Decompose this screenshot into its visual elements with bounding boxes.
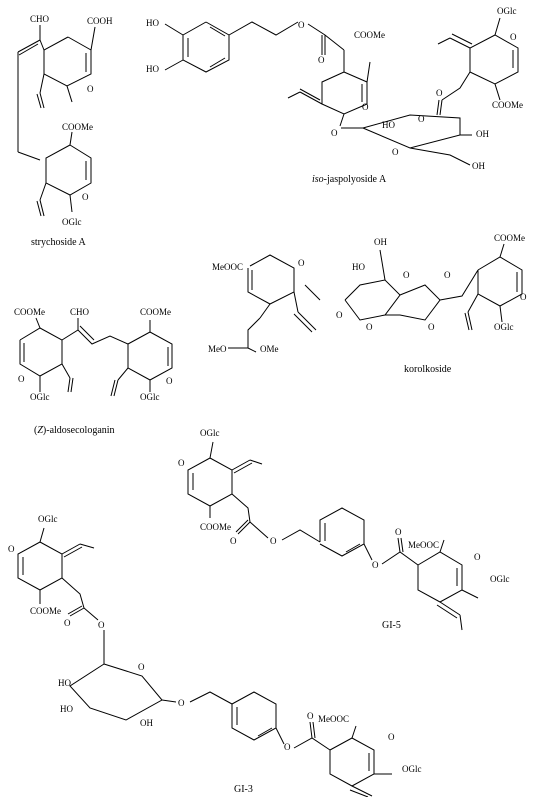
svg-text:OGlc: OGlc (497, 6, 517, 16)
svg-text:O: O (82, 192, 89, 202)
oglc-label: OGlc (62, 217, 82, 227)
gi3-glucose-ring (69, 663, 163, 721)
strychoside-lower-ring (45, 144, 92, 196)
svg-text:O: O (392, 147, 399, 157)
korolkoside-structure: MeOOC O MeO OMe O HO OH O O O O COOMe O … (208, 233, 527, 375)
svg-text:MeOOC: MeOOC (318, 714, 349, 724)
svg-text:O: O (166, 376, 173, 386)
svg-text:O: O (418, 114, 425, 124)
caption-iso-jaspolyoside-a: iso-jaspolyoside A (312, 174, 387, 185)
caption-gi-3: GI-3 (234, 784, 253, 795)
svg-text:O: O (395, 527, 402, 537)
iso-jaspolyoside-a-structure: HO HO O O COOMe O O HO O OH O OH O (146, 6, 523, 185)
coome-label: COOMe (62, 122, 93, 132)
svg-text:HO: HO (58, 678, 71, 688)
svg-text:O: O (178, 698, 185, 708)
aldosecologanin-structure: COOMe CHO COOMe O OGlc O OGlc (Z)-aldose… (14, 307, 173, 436)
strychoside-a-structure: COOH O CHO COOMe O OGlc strychoside A (17, 14, 113, 248)
svg-text:OGlc: OGlc (30, 392, 50, 402)
svg-text:O: O (178, 458, 185, 468)
glucose-ring (362, 114, 461, 149)
svg-text:OGlc: OGlc (38, 514, 58, 524)
bicyclic-sugar (344, 279, 401, 321)
svg-text:O: O (284, 742, 291, 752)
svg-text:HO: HO (146, 18, 159, 28)
svg-text:HO: HO (382, 120, 395, 130)
svg-text:O: O (428, 322, 435, 332)
svg-text:O: O (474, 552, 481, 562)
gi-5-structure: OGlc O COOMe O O O O MeOOC O OGlc G (178, 428, 510, 631)
svg-text:MeO: MeO (208, 344, 227, 354)
svg-text:COOMe: COOMe (14, 307, 45, 317)
svg-text:COOMe: COOMe (492, 100, 523, 110)
svg-text:COOMe: COOMe (140, 307, 171, 317)
svg-text:OH: OH (140, 718, 153, 728)
svg-text:CHO: CHO (70, 307, 90, 317)
cooh-bond (90, 26, 96, 51)
svg-text:OGlc: OGlc (494, 322, 514, 332)
svg-text:O: O (331, 128, 338, 138)
svg-text:OH: OH (374, 237, 387, 247)
gi-3-structure: OGlc O COOMe O O O HO HO OH O O O (8, 514, 422, 797)
svg-text:COOMe: COOMe (200, 522, 231, 532)
svg-text:O: O (362, 102, 369, 112)
svg-text:O: O (520, 292, 527, 302)
svg-text:O: O (230, 536, 237, 546)
svg-text:OH: OH (472, 161, 485, 171)
svg-text:O: O (307, 711, 314, 721)
svg-text:O: O (318, 55, 325, 65)
svg-text:O: O (403, 270, 410, 280)
svg-text:O: O (298, 258, 305, 268)
svg-text:OGlc: OGlc (140, 392, 160, 402)
catechol-ring (182, 21, 230, 73)
svg-text:O: O (444, 270, 451, 280)
svg-text:O: O (270, 536, 277, 546)
caption-gi-5: GI-5 (382, 620, 401, 631)
svg-text:OGlc: OGlc (402, 764, 422, 774)
svg-text:HO: HO (146, 64, 159, 74)
svg-text:O: O (8, 544, 15, 554)
svg-text:COOMe: COOMe (354, 30, 385, 40)
svg-text:O: O (98, 620, 105, 630)
svg-text:HO: HO (352, 262, 365, 272)
svg-text:OMe: OMe (260, 344, 279, 354)
svg-text:O: O (298, 20, 305, 30)
svg-text:O: O (372, 560, 379, 570)
svg-text:OGlc: OGlc (200, 428, 220, 438)
svg-text:O: O (366, 322, 373, 332)
svg-text:O: O (510, 32, 517, 42)
svg-text:O: O (64, 618, 71, 628)
caption-aldosecologanin: (Z)-aldosecologanin (34, 425, 115, 436)
svg-text:OGlc: OGlc (490, 574, 510, 584)
svg-text:O: O (436, 88, 443, 98)
cooh-label: COOH (87, 16, 113, 26)
caption-korolkoside: korolkoside (404, 364, 452, 375)
svg-text:MeOOC: MeOOC (408, 540, 439, 550)
svg-text:COOMe: COOMe (30, 606, 61, 616)
svg-text:OH: OH (476, 129, 489, 139)
svg-text:HO: HO (60, 704, 73, 714)
svg-text:O: O (138, 662, 145, 672)
cho-label: CHO (30, 14, 50, 24)
caption-strychoside-a: strychoside A (31, 237, 86, 248)
svg-text:MeOOC: MeOOC (212, 262, 243, 272)
svg-text:COOMe: COOMe (494, 233, 525, 243)
svg-text:O: O (388, 732, 395, 742)
svg-text:O: O (336, 310, 343, 320)
svg-text:O: O (18, 374, 25, 384)
strychoside-upper-ring (43, 36, 92, 87)
ring-oxygen-label: O (87, 84, 94, 94)
